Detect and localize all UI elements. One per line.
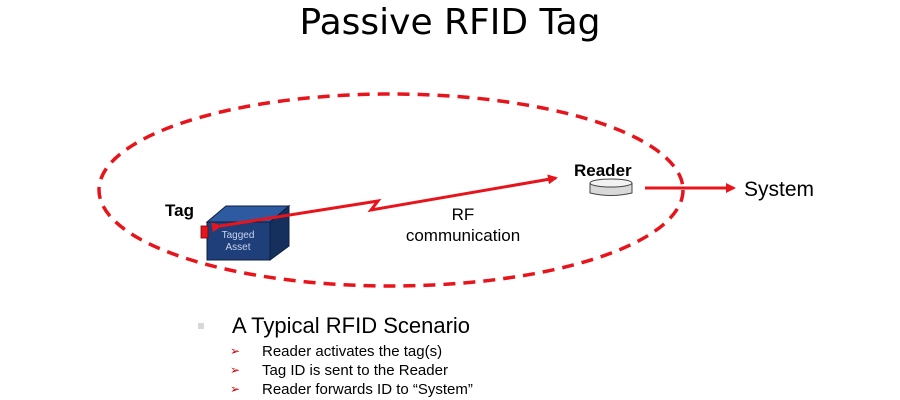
arrow-bullet-icon: ➢ bbox=[230, 363, 241, 377]
list-item-text: Reader forwards ID to “System” bbox=[262, 381, 473, 398]
rf-communication-arrow bbox=[211, 174, 558, 233]
tagged-asset-box: Tagged Asset bbox=[205, 204, 291, 261]
rf-communication-label: RF communication bbox=[388, 204, 538, 246]
tag-label: Tag bbox=[165, 201, 194, 220]
list-item-text: Reader activates the tag(s) bbox=[262, 343, 443, 360]
slide-title: Passive RFID Tag bbox=[299, 2, 601, 43]
scenario-list: ➢ Reader activates the tag(s) ➢ Tag ID i… bbox=[198, 342, 473, 399]
reader-label: Reader bbox=[574, 161, 632, 180]
rf-label-line2: communication bbox=[405, 226, 521, 245]
rf-label-line1: RF bbox=[451, 205, 475, 224]
system-label: System bbox=[744, 178, 815, 201]
arrow-bullet-icon: ➢ bbox=[230, 344, 241, 358]
scenario-heading: A Typical RFID Scenario bbox=[198, 312, 473, 340]
scenario-heading-text: A Typical RFID Scenario bbox=[232, 313, 471, 338]
tag-chip-icon bbox=[200, 225, 209, 239]
square-bullet-icon bbox=[198, 323, 204, 329]
read-range-ellipse bbox=[97, 92, 685, 288]
scenario-section: A Typical RFID Scenario ➢ Reader activat… bbox=[198, 312, 473, 399]
asset-text-line1: Tagged bbox=[222, 230, 255, 241]
list-item: ➢ Reader activates the tag(s) bbox=[230, 342, 473, 361]
arrow-bullet-icon: ➢ bbox=[230, 382, 241, 396]
list-item: ➢ Tag ID is sent to the Reader bbox=[230, 361, 473, 380]
list-item: ➢ Reader forwards ID to “System” bbox=[230, 380, 473, 399]
list-item-text: Tag ID is sent to the Reader bbox=[262, 362, 448, 379]
asset-text-line2: Asset bbox=[225, 242, 250, 253]
reader-device-icon bbox=[589, 178, 633, 196]
